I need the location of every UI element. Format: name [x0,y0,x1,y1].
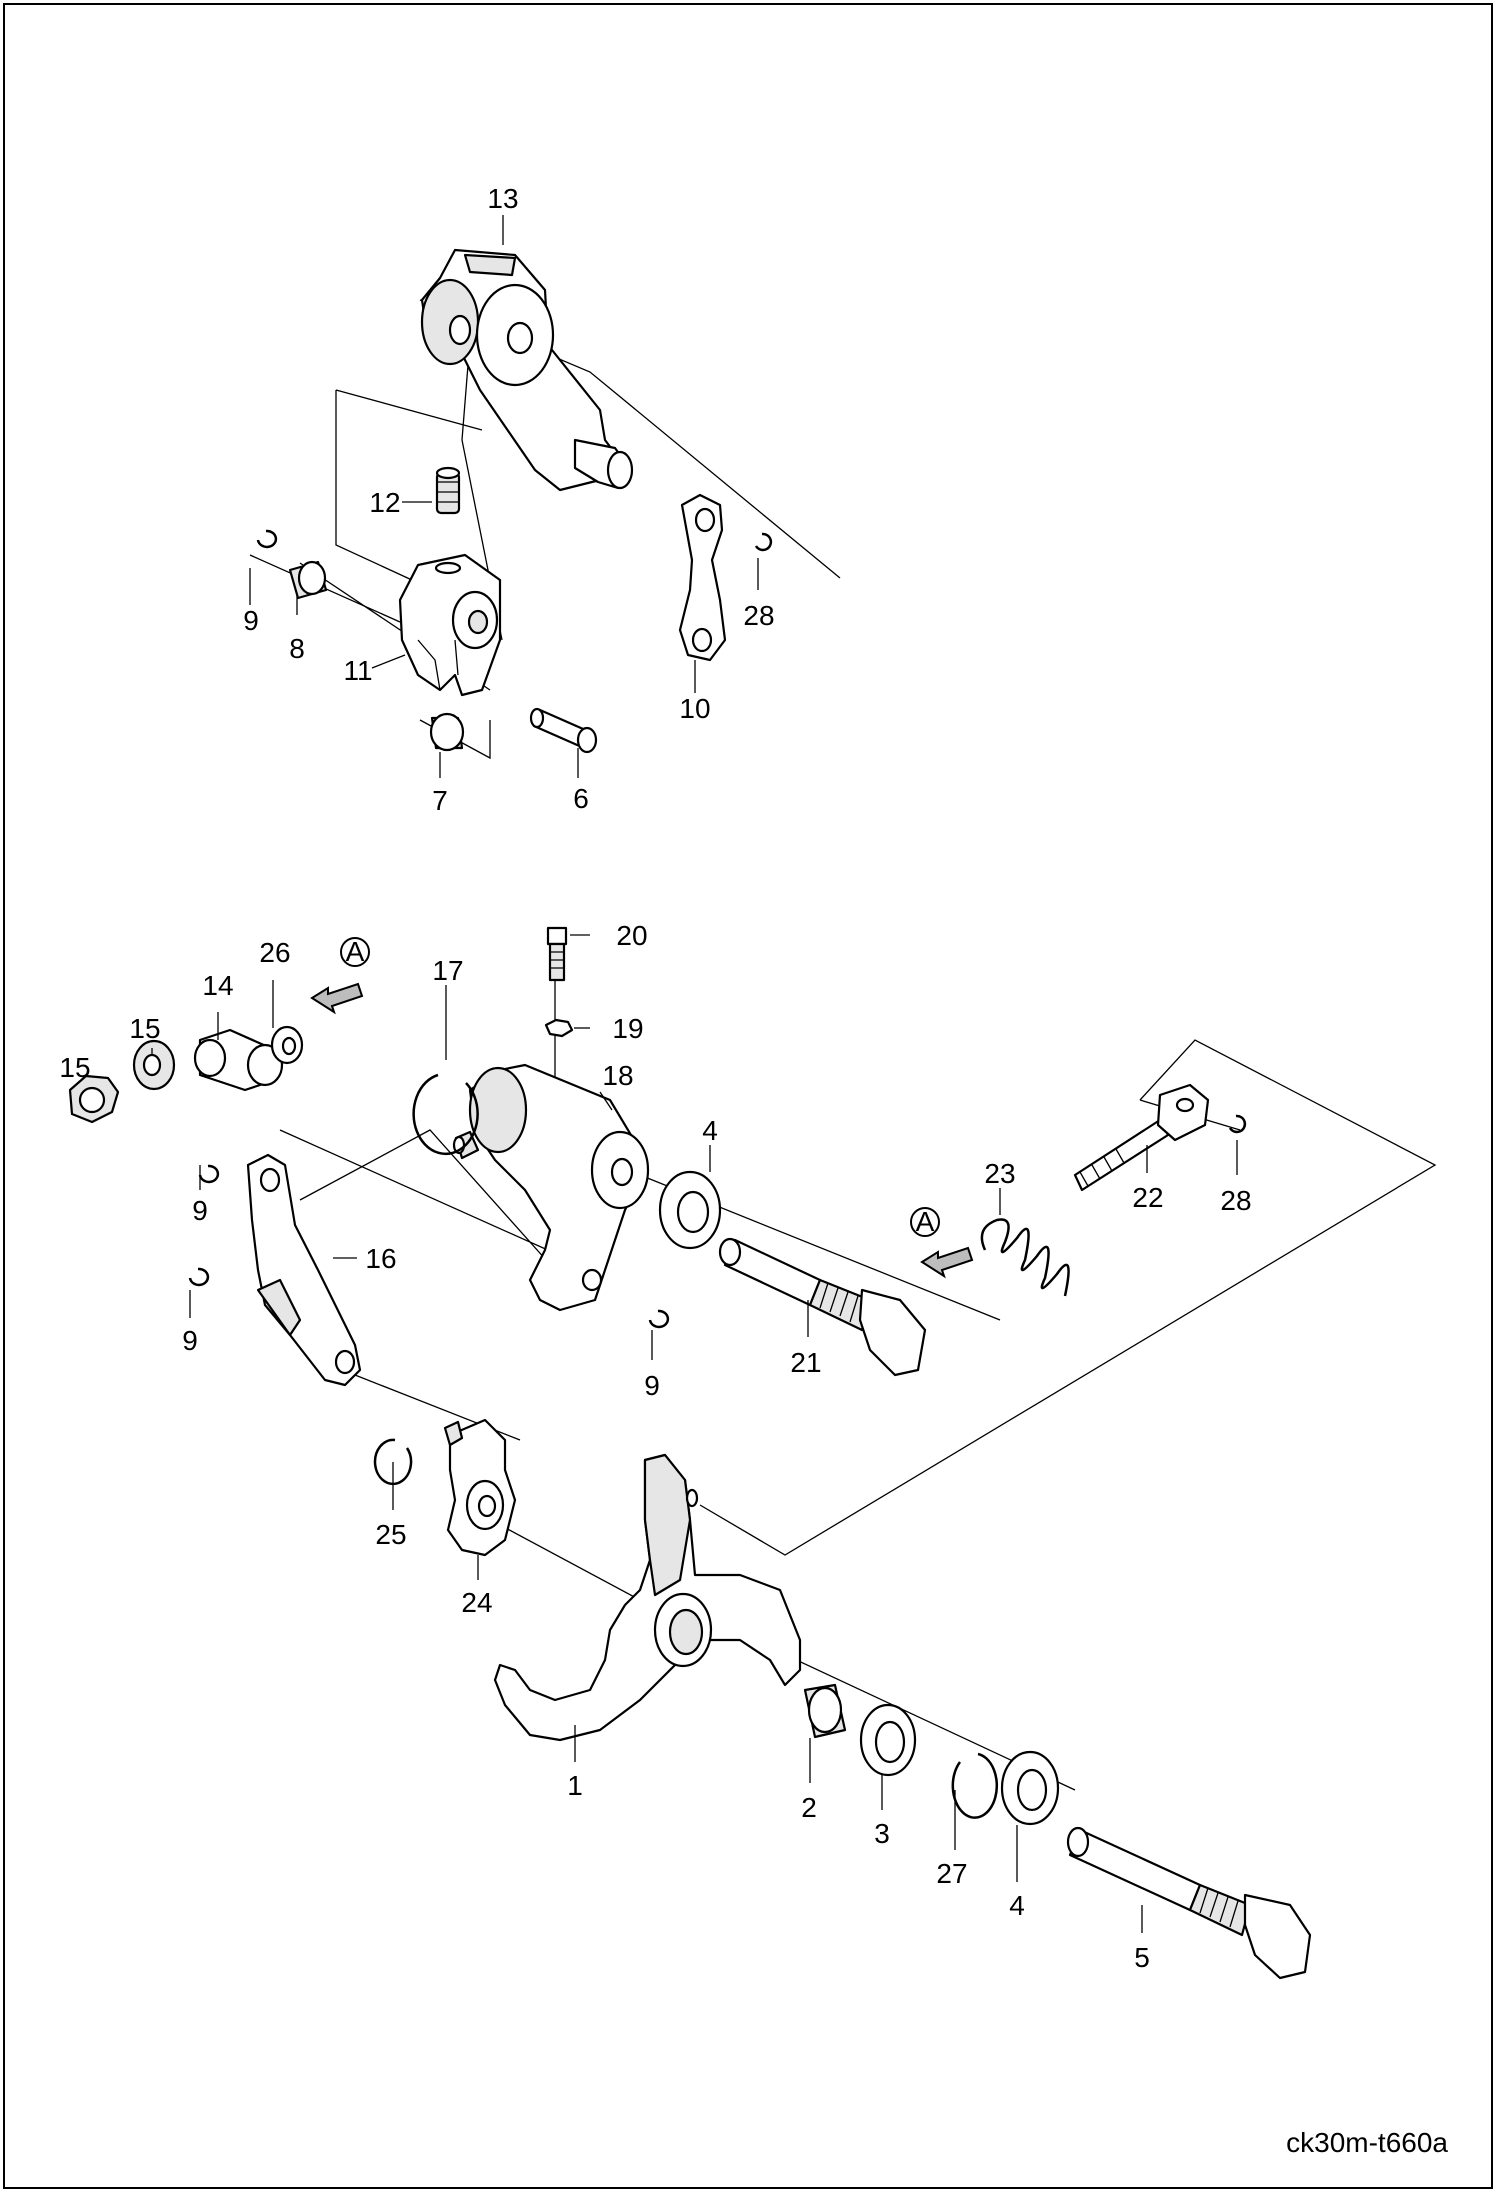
drawing-frame [3,3,1493,2189]
callout-5: 5 [1134,1942,1150,1973]
part-21-bolt [718,1237,927,1377]
callout-21: 21 [790,1347,821,1378]
part-20-bolt [546,926,568,982]
callout-19: 19 [612,1013,643,1044]
callout-17: 17 [432,955,463,986]
part-9-e-clip-left [198,1164,220,1184]
callout-13: 13 [487,183,518,214]
callout-16: 16 [365,1243,396,1274]
view-arrow-lower [910,1207,974,1279]
callout-23: 23 [984,1158,1015,1189]
callout-22: 22 [1132,1182,1163,1213]
callout-15: 15 [59,1052,90,1083]
callout-10: 10 [679,693,710,724]
part-19-nut [544,1018,574,1038]
part-14-lever-pin [193,1028,284,1092]
part-9-e-clip-lower [188,1267,210,1287]
part-16-lever [246,1153,362,1387]
part-27-snap-ring [951,1752,999,1819]
callout-24: 24 [461,1587,492,1618]
callout-1: 1 [567,1770,583,1801]
callout-20: 20 [616,920,647,951]
callout-28: 28 [1220,1185,1251,1216]
part-17-snap-ring [412,1073,479,1156]
part-9-e-clip-right [648,1309,670,1329]
part-2-bushing [803,1683,847,1739]
leader-lines [151,215,1238,1933]
callout-4: 4 [702,1115,718,1146]
lower-assembly: A A [68,926,1437,1980]
part-10-link [678,493,727,662]
callout-28: 28 [743,600,774,631]
part-18-lever [452,1063,650,1312]
callout-8: 8 [289,633,305,664]
callout-labels: 13 12 9 8 11 7 6 10 28 20 26 17 14 15 19… [59,183,1251,1973]
callout-12: 12 [369,487,400,518]
part-11-block [398,553,502,697]
callout-15: 15 [129,1013,160,1044]
part-1-shift-fork [493,1453,802,1742]
callout-9: 9 [644,1370,660,1401]
part-12-set-screw [435,466,461,515]
callout-2: 2 [801,1792,817,1823]
part-7-bushing [429,712,465,752]
part-13-bracket [420,248,634,492]
callout-6: 6 [573,783,589,814]
callout-27: 27 [936,1858,967,1889]
callout-25: 25 [375,1519,406,1550]
part-25-snap-ring [373,1438,413,1486]
callout-14: 14 [202,970,233,1001]
callout-3: 3 [874,1818,890,1849]
drawing-code: ck30m-t660a [1286,2127,1448,2158]
callout-4: 4 [1009,1890,1025,1921]
part-9-e-clip-upper [256,529,278,549]
part-4-washer-upper [658,1170,722,1250]
part-23-spring [980,1218,1070,1297]
callout-9: 9 [192,1195,208,1226]
part-28-e-clip-upper [754,532,773,552]
part-3-washer [859,1703,917,1777]
view-marker-lower: A [916,1206,935,1237]
part-4-washer-lower [1000,1750,1060,1826]
part-15-washer [132,1039,176,1091]
part-22-bolt [1073,1083,1210,1192]
callout-18: 18 [602,1060,633,1091]
part-15-nut [68,1074,120,1124]
callout-9: 9 [182,1325,198,1356]
part-6-pin [529,707,598,754]
part-24-link [443,1418,517,1557]
view-arrow-upper [310,937,370,1015]
upper-assembly [249,248,841,760]
part-8-bushing [288,560,328,600]
part-26-washer [270,1025,304,1065]
part-28-e-clip-lower [1228,1114,1247,1134]
callout-11: 11 [343,655,372,686]
part-5-bolt [1066,1826,1312,1980]
callout-26: 26 [259,937,290,968]
view-marker-upper: A [346,936,365,967]
callout-7: 7 [432,785,448,816]
callout-9: 9 [243,605,259,636]
